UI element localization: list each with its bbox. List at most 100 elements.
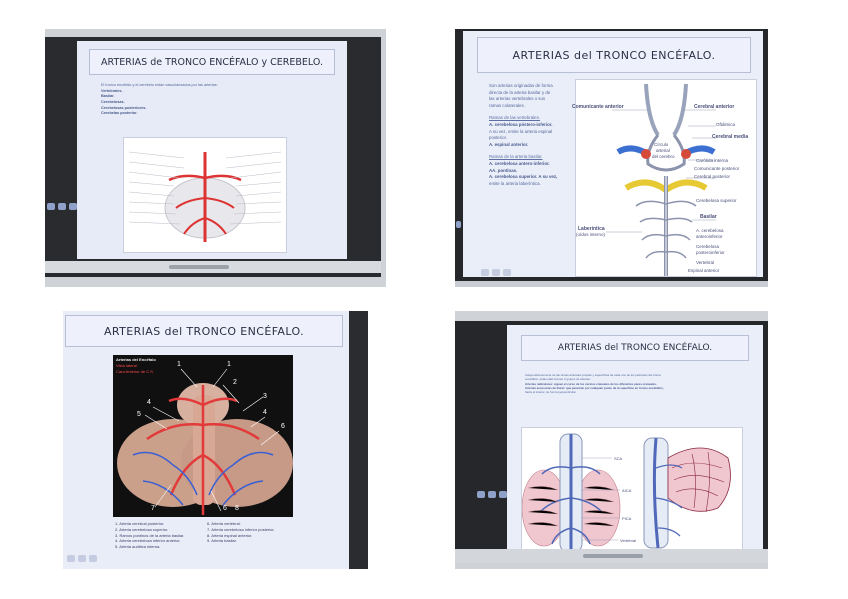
willis-illustration bbox=[606, 83, 716, 276]
slide-1: ARTERIAS de TRONCO ENCÉFALO y CEREBELO. … bbox=[77, 41, 347, 259]
bullet: A. cerebelosa póstero-inferior. bbox=[489, 122, 553, 128]
bullet: Ramas de la arteria basilar. bbox=[489, 154, 543, 160]
label-oftalmica: Oftálmica bbox=[716, 122, 736, 127]
label-cerebelosa-posteroinferior-1: Cerebelosa bbox=[696, 244, 720, 249]
toolbar-button[interactable] bbox=[58, 203, 66, 210]
legend-item: 8. Arteria espinal anterior. bbox=[207, 532, 253, 538]
number-label: 2 bbox=[233, 379, 237, 386]
bullet: A. espinal anterior. bbox=[489, 141, 529, 147]
number-label: 7 bbox=[151, 505, 155, 512]
number-label: 4 bbox=[263, 409, 267, 416]
toolbar-button[interactable] bbox=[481, 269, 489, 276]
whiteboard-toolbar[interactable] bbox=[47, 203, 77, 210]
number-label: 6 bbox=[223, 505, 227, 512]
brainstem-photo: Arterias del Encéfalo Vista lateral Cara… bbox=[113, 355, 293, 517]
label-laberintica: Laberíntica bbox=[578, 226, 605, 232]
toolbar-button[interactable] bbox=[499, 491, 507, 498]
tray-handle bbox=[583, 554, 643, 558]
slide-2: ARTERIAS del TRONCO ENCÉFALO. Son arteri… bbox=[463, 31, 763, 277]
legend-item: 4. Arteria cerebelosa inferior anterior. bbox=[115, 538, 181, 544]
bullet: Cerebelosas. bbox=[101, 100, 125, 105]
diagram-illustration bbox=[521, 433, 731, 553]
bullet: A. cerebelosa superior. A su vez, bbox=[489, 174, 558, 180]
label-comunicante-anterior: Comunicante anterior bbox=[572, 104, 624, 110]
slide-toolbar[interactable] bbox=[67, 555, 97, 562]
toolbar-button[interactable] bbox=[488, 491, 496, 498]
bullet: A su vez, emite la arteria espinal bbox=[489, 128, 553, 134]
number-label: 6 bbox=[281, 423, 285, 430]
bullet-list: Independientemente de las ramas arterial… bbox=[525, 373, 664, 395]
bullet: Ramas de las vertebrales. bbox=[489, 115, 541, 121]
artery-illustration bbox=[128, 151, 282, 242]
bullet: Son arterias originadas de forma bbox=[489, 83, 553, 88]
slide-4: ARTERIAS del TRONCO ENCÉFALO. Independie… bbox=[507, 325, 763, 553]
label-vertebral: Vertebral bbox=[620, 538, 637, 543]
slide-title: ARTERIAS del TRONCO ENCÉFALO. bbox=[65, 315, 343, 347]
legend-item: 7. Arteria cerebelosa inferior posterior… bbox=[207, 526, 275, 532]
label-vertebral: Vertebral bbox=[696, 260, 715, 265]
toolbar-button[interactable] bbox=[67, 555, 75, 562]
slide-title: ARTERIAS de TRONCO ENCÉFALO y CEREBELO. bbox=[89, 49, 335, 75]
legend-left: 1. Arteria cerebral posterior. 2. Arteri… bbox=[115, 521, 184, 550]
bullet: directa de la arteria basilar y de bbox=[489, 89, 551, 95]
legend-item: 3. Ramos pontinos de la arteria basilar. bbox=[115, 532, 185, 538]
toolbar-button[interactable] bbox=[47, 203, 55, 210]
label-cerebelosa-superior: Cerebelosa superior bbox=[696, 198, 737, 203]
label-aica: AICA bbox=[622, 488, 632, 493]
slide-title: ARTERIAS del TRONCO ENCÉFALO. bbox=[521, 335, 749, 361]
number-label: 3 bbox=[263, 393, 267, 400]
number-label: 1 bbox=[177, 361, 181, 368]
label-comunicante-posterior: Comunicante posterior bbox=[694, 166, 740, 171]
bullet-list: Son arterias originadas de forma directa… bbox=[489, 83, 557, 188]
bullet: Cerebelosas posteriores. bbox=[101, 105, 147, 110]
bullet: Basilar. bbox=[101, 94, 115, 99]
toolbar-button[interactable] bbox=[492, 269, 500, 276]
photo-subheader: Cara Anterior de C.S. bbox=[116, 369, 155, 374]
photo-subheader: Vista lateral bbox=[116, 363, 137, 368]
bullet: Arterias accesorias de Duret: que penetr… bbox=[525, 386, 664, 391]
label-cerebral-anterior: Cerebral anterior bbox=[694, 104, 735, 110]
whiteboard-toolbar[interactable] bbox=[456, 221, 461, 228]
whiteboard-toolbar[interactable] bbox=[477, 491, 507, 498]
label-cerebelosa-anteroinferior-1: A. cerebelosa bbox=[696, 228, 724, 233]
number-label: 8 bbox=[235, 505, 239, 512]
bullet: posterior. bbox=[489, 135, 508, 141]
legend-item: 5. Arteria auditiva interna. bbox=[115, 544, 161, 550]
bullet: Arterias radiculares: siguen el curso de… bbox=[525, 381, 657, 386]
bullet: encefálico, todas ellas forman 3 grupos … bbox=[525, 377, 591, 382]
label-cerebral-posterior: Cerebral posterior bbox=[694, 174, 731, 179]
number-label: 4 bbox=[147, 399, 151, 406]
toolbar-button[interactable] bbox=[78, 555, 86, 562]
label-oido-interno: (oídos interno) bbox=[576, 232, 606, 237]
bullet: A. cerebelosa antero-inferior. bbox=[489, 161, 550, 167]
label-arterial: arterial bbox=[656, 148, 670, 153]
photo-header: Arterias del Encéfalo bbox=[116, 357, 156, 362]
toolbar-button[interactable] bbox=[89, 555, 97, 562]
photo-top-left: ARTERIAS de TRONCO ENCÉFALO y CEREBELO. … bbox=[45, 29, 386, 287]
brainstem-illustration bbox=[117, 368, 293, 515]
number-label: 1 bbox=[227, 361, 231, 368]
toolbar-button[interactable] bbox=[69, 203, 77, 210]
bullet: AA. pontinas. bbox=[489, 167, 518, 173]
label-del-cerebro: del cerebro bbox=[652, 154, 675, 159]
toolbar-button[interactable] bbox=[503, 269, 511, 276]
legend-item: 1. Arteria cerebral posterior. bbox=[115, 521, 165, 526]
bullet: hacia el interior, de forma perpendicula… bbox=[525, 390, 577, 395]
label-circulo: Círculo bbox=[654, 142, 669, 147]
toolbar-button[interactable] bbox=[477, 491, 485, 498]
bullet-list: El tronco encéfalo y el cerebelo están v… bbox=[101, 83, 218, 117]
artery-diagram bbox=[123, 137, 287, 253]
bullet: Cerebelas posterior. bbox=[101, 111, 138, 116]
toolbar-button[interactable] bbox=[456, 221, 461, 228]
bullet: las arterias vertebrales o sus bbox=[489, 96, 546, 102]
photo-bottom-left: ARTERIAS del TRONCO ENCÉFALO. bbox=[63, 311, 368, 569]
label-basilar: Basilar bbox=[700, 214, 717, 220]
number-label: 5 bbox=[137, 411, 141, 418]
legend-item: 9. Arteria basilar. bbox=[207, 538, 237, 544]
label-sca: SCA bbox=[614, 456, 623, 461]
slide-title: ARTERIAS del TRONCO ENCÉFALO. bbox=[477, 37, 751, 73]
legend-item: 2. Arteria cerebelosa superior. bbox=[115, 526, 169, 532]
slide-toolbar[interactable] bbox=[481, 269, 511, 276]
bullet: Vertebrales. bbox=[101, 88, 123, 93]
